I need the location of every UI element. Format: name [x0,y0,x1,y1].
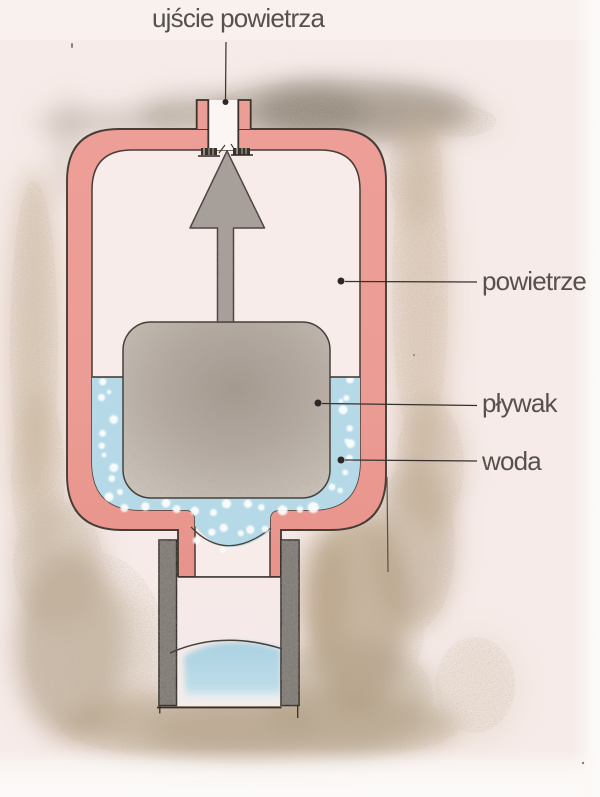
svg-text:ujście powietrza: ujście powietrza [152,3,326,33]
svg-text:woda: woda [481,446,542,476]
svg-text:pływak: pływak [482,388,558,418]
svg-text:powietrze: powietrze [482,266,586,296]
